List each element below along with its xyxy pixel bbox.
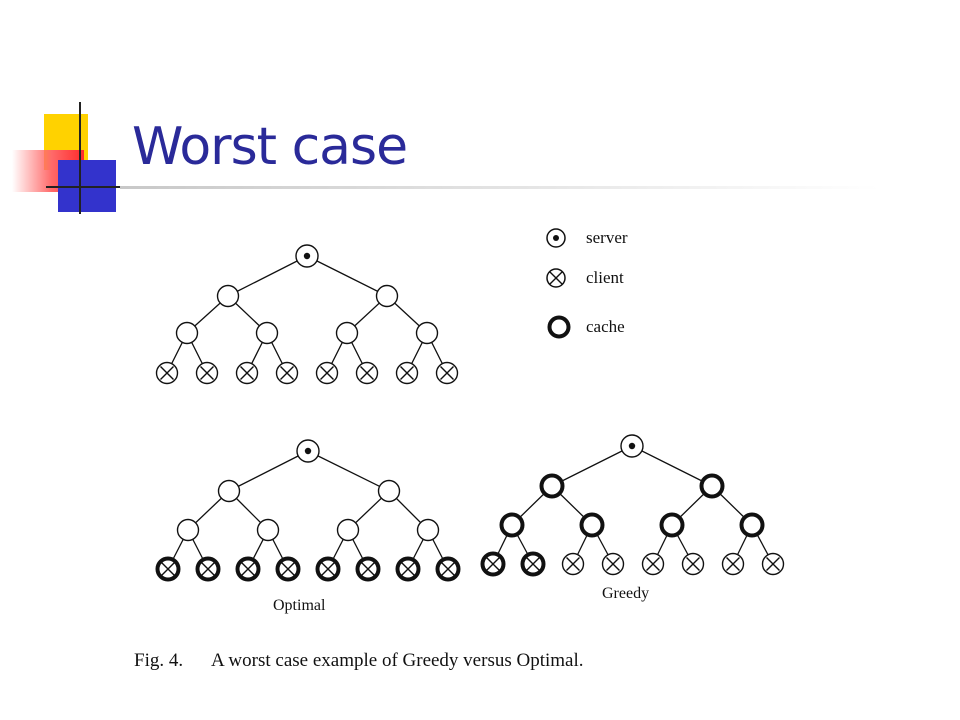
plain-node [375,284,399,308]
client-node [601,552,625,576]
client-node [355,361,379,385]
plain-node [336,518,360,542]
cache-node [659,512,685,538]
tree-edge [551,445,633,487]
cache-node [499,512,525,538]
plain-node [176,518,200,542]
tree-edge [227,255,308,297]
plain-node [415,321,439,345]
client-node [395,361,419,385]
decor-horizontal-line [46,186,128,188]
cache-client-node [395,556,421,582]
cache-client-node [435,556,461,582]
tree-edge [306,255,388,297]
tree-top [155,244,459,385]
tree-greedy [480,434,785,577]
server-node [620,434,644,458]
caption-fig-label: Fig. 4. [134,650,183,671]
cache-node [579,512,605,538]
caption-text: A worst case example of Greedy versus Op… [211,650,584,671]
client-node [235,361,259,385]
client-node [315,361,339,385]
tree-edge [307,450,390,492]
plain-node [216,284,240,308]
client-node [721,552,745,576]
server-node [296,439,320,463]
cache-node [739,512,765,538]
plain-node [255,321,279,345]
client-node [275,361,299,385]
server-node [295,244,319,268]
client-node [641,552,665,576]
legend-client-icon [546,268,566,288]
plain-node [335,321,359,345]
decor-vertical-line [79,102,81,214]
legend: server client cache [546,228,628,339]
tree-edge [228,450,309,492]
client-node [681,552,705,576]
client-node [761,552,785,576]
client-node [155,361,179,385]
cache-client-node [235,556,261,582]
tree-optimal [155,439,461,582]
legend-cache-icon [547,315,571,339]
optimal-label: Optimal [273,597,326,614]
legend-server-icon [546,228,566,248]
legend-cache-label: cache [586,317,625,336]
slide-title: Worst case [132,117,408,177]
cache-client-node [355,556,381,582]
cache-client-node [275,556,301,582]
cache-client-node [480,551,506,577]
client-node [195,361,219,385]
legend-server-label: server [586,228,628,247]
client-node [435,361,459,385]
cache-node [699,473,725,499]
cache-client-node [315,556,341,582]
plain-node [256,518,280,542]
plain-node [416,518,440,542]
title-underline-rule [120,186,880,189]
greedy-label: Greedy [602,585,649,602]
plain-node [217,479,241,503]
cache-node [539,473,565,499]
plain-node [175,321,199,345]
cache-client-node [155,556,181,582]
cache-client-node [520,551,546,577]
cache-client-node [195,556,221,582]
client-node [561,552,585,576]
plain-node [377,479,401,503]
tree-edge [631,445,713,487]
legend-client-label: client [586,268,624,287]
